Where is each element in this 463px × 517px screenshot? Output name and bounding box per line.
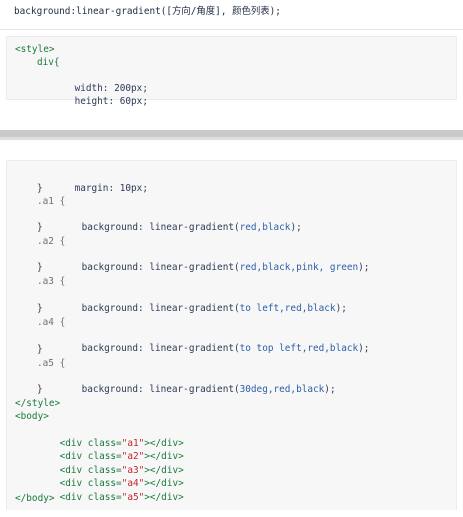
function-args: to top left,red,black: [239, 343, 359, 354]
code-line-brace: }: [37, 303, 43, 314]
code-line-margin: margin: 10px;: [52, 169, 148, 194]
section-separator-shadow: [0, 137, 463, 140]
property-value: 10px;: [114, 183, 148, 194]
attr-value: "a2": [121, 451, 145, 462]
code-line-decl-a2: background: linear-gradient(red,black,pi…: [59, 248, 370, 273]
code-line-brace: }: [37, 222, 43, 233]
property-name: background:: [81, 262, 144, 273]
function-close: );: [358, 343, 370, 354]
code-line-style-close: </style>: [15, 398, 61, 409]
divider: [0, 29, 463, 30]
function-close: );: [358, 262, 370, 273]
function-name: linear-gradient(: [143, 262, 240, 273]
tag-close: ></div>: [144, 478, 184, 489]
code-line-div-a4: <div class="a4"></div>: [37, 464, 184, 489]
function-name: linear-gradient(: [143, 384, 240, 395]
function-args: 30deg,red,black: [239, 384, 325, 395]
syntax-line: background:linear-gradient([方向/角度], 颜色列表…: [14, 6, 281, 17]
code-line-body-open: <body>: [15, 411, 49, 422]
function-name: linear-gradient(: [143, 303, 240, 314]
code-line-decl-a1: background: linear-gradient(red,black);: [59, 208, 302, 233]
attr-value: "a5": [121, 492, 145, 503]
tag-close: ></div>: [144, 492, 184, 503]
function-args: red,black: [239, 222, 291, 233]
tag-open: <div class=: [59, 451, 122, 462]
code-line-brace: }: [37, 384, 43, 395]
property-name: width:: [74, 83, 109, 94]
property-name: background:: [81, 384, 144, 395]
code-line-div-a5: <div class="a5"></div>: [37, 478, 184, 503]
code-line-selector-a5: .a5 {: [37, 358, 66, 369]
section-separator: [0, 130, 463, 137]
property-name: background:: [81, 343, 144, 354]
function-close: );: [324, 384, 336, 395]
tag-open: <div class=: [59, 478, 122, 489]
code-line-decl-a4: background: linear-gradient(to top left,…: [59, 329, 370, 354]
tag-close: ></div>: [144, 438, 184, 449]
property-name: background:: [81, 222, 144, 233]
code-line-style-open: <style>: [15, 44, 55, 55]
code-line-div-a3: <div class="a3"></div>: [37, 451, 184, 476]
tag-open: <div class=: [59, 465, 122, 476]
code-line-selector-a1: .a1 {: [37, 196, 66, 207]
code-line-div-a2: <div class="a2"></div>: [37, 437, 184, 462]
code-line-body-close: </body>: [15, 493, 55, 504]
code-line-div-a1: <div class="a1"></div>: [37, 424, 184, 449]
attr-value: "a1": [121, 438, 145, 449]
tag-open: <div class=: [59, 438, 122, 449]
code-line-selector-a2: .a2 {: [37, 236, 66, 247]
tag-open: <div class=: [59, 492, 122, 503]
attr-value: "a4": [121, 478, 145, 489]
code-line-brace: }: [37, 262, 43, 273]
tag-close: ></div>: [144, 465, 184, 476]
code-line-brace: }: [37, 344, 43, 355]
code-line-width: width: 200px;: [52, 69, 148, 94]
code-block-bottom: margin: 10px; } .a1 { background: linear…: [6, 160, 457, 510]
function-args: to left,red,black: [239, 303, 336, 314]
code-line-selector-a4: .a4 {: [37, 317, 66, 328]
property-value: 60px;: [114, 96, 148, 107]
code-line-selector-a3: .a3 {: [37, 276, 66, 287]
function-close: );: [335, 303, 347, 314]
function-name: linear-gradient(: [143, 222, 240, 233]
function-close: );: [290, 222, 302, 233]
tag-close: ></div>: [144, 451, 184, 462]
function-name: linear-gradient(: [143, 343, 240, 354]
code-line-height: height: 60px;: [52, 82, 148, 107]
code-line-div-open: div{: [37, 57, 60, 68]
code-line-decl-a5: background: linear-gradient(30deg,red,bl…: [59, 370, 336, 395]
property-name: margin:: [74, 183, 115, 194]
property-value: 200px;: [108, 83, 148, 94]
code-block-top: <style> div{ width: 200px; height: 60px;: [6, 36, 457, 107]
property-name: background:: [81, 303, 144, 314]
code-line-decl-a3: background: linear-gradient(to left,red,…: [59, 289, 347, 314]
attr-value: "a3": [121, 465, 145, 476]
function-args: red,black,pink, green: [239, 262, 359, 273]
code-line-brace: }: [37, 183, 43, 194]
property-name: height:: [74, 96, 115, 107]
